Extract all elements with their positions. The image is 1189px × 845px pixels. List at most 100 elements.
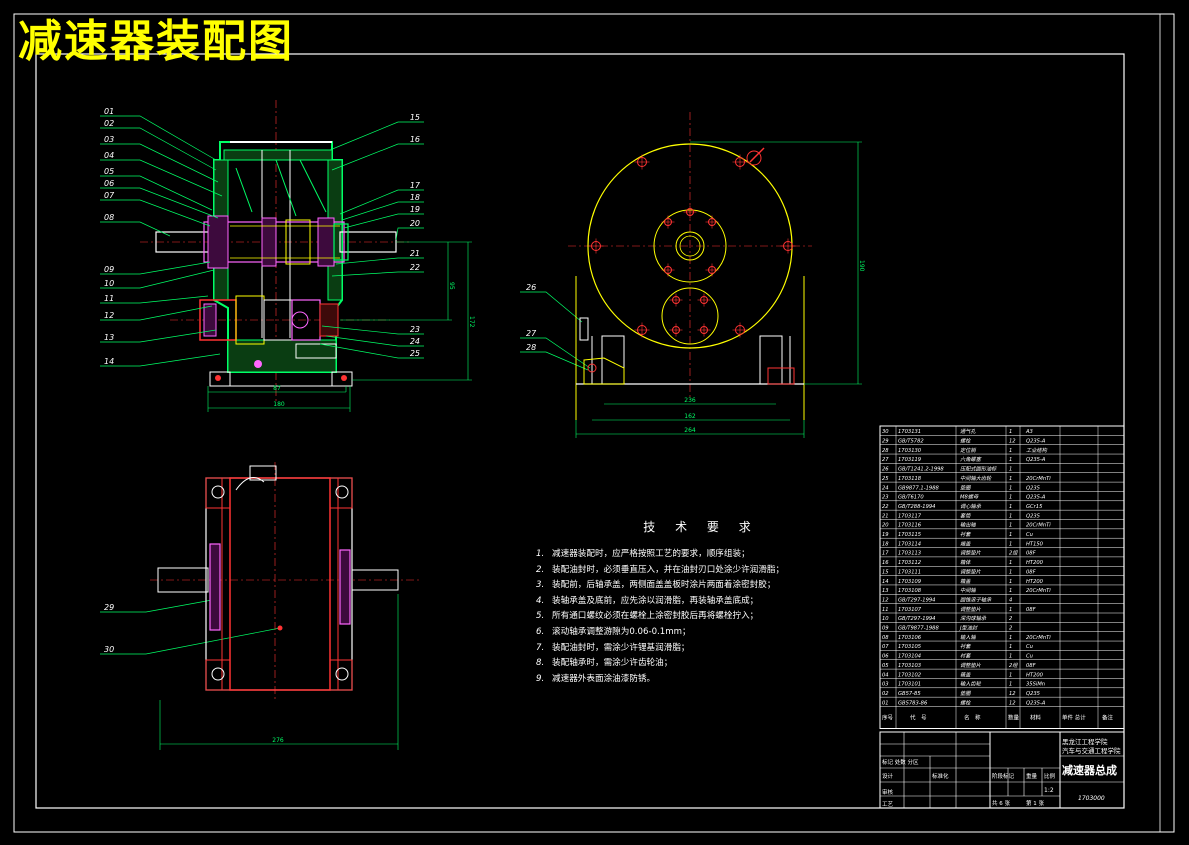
tech-list: 1.减速器装配时，应严格按照工艺的要求，顺序组装；2.装配油封时，必须垂直压入，… xyxy=(536,547,866,687)
bom-cell-name: 螺栓 xyxy=(960,699,971,706)
bom-cell-code: 1703106 xyxy=(898,635,922,641)
bom-cell-q: 1 xyxy=(1009,672,1012,678)
bom-cell-code: 1703114 xyxy=(898,541,921,547)
part-number: 17 xyxy=(410,181,421,190)
bom-cell-code: 1703116 xyxy=(898,523,922,529)
leader-10: 10 xyxy=(100,269,215,289)
leader-17: 17 xyxy=(339,181,424,215)
bom-cell-n: 03 xyxy=(882,682,889,688)
leader-27: 27 xyxy=(520,329,591,369)
bom-cell-n: 24 xyxy=(882,485,889,491)
part-number: 19 xyxy=(410,205,420,214)
bom-cell-code: GB9877.1-1988 xyxy=(898,485,940,491)
bom-header-q: 数量 xyxy=(1008,714,1020,722)
bolt-holes xyxy=(588,154,796,338)
bom-cell-name: 箱盖 xyxy=(960,671,971,678)
leader-09: 09 xyxy=(100,261,211,275)
tb-weight: 重量 xyxy=(1026,772,1038,780)
leader-14: 14 xyxy=(100,353,221,367)
tb-designer: 设计 xyxy=(882,772,894,780)
part-number: 04 xyxy=(104,151,114,160)
bom-cell-name: 输出轴 xyxy=(960,522,976,529)
bom-cell-n: 14 xyxy=(882,579,889,585)
bom-cell-code: GB/T5782 xyxy=(898,439,924,445)
tb-checker: 审核 xyxy=(882,788,894,796)
bom-cell-mat: Q235 xyxy=(1026,513,1041,519)
tb-sheet-no: 第 1 张 xyxy=(1026,799,1044,807)
bom-cell-q: 1 xyxy=(1009,644,1012,650)
bolt-hole xyxy=(669,323,683,337)
bom-cell-code: 1703111 xyxy=(898,569,921,575)
bom-cell-n: 21 xyxy=(882,513,889,519)
bom-cell-n: 12 xyxy=(882,597,889,603)
bom-cell-code: 1703115 xyxy=(898,532,922,538)
bom-cell-name: 调心轴承 xyxy=(960,503,982,510)
bom-cell-mat: 08F xyxy=(1026,663,1037,669)
bolt-hole xyxy=(683,205,697,219)
bom-cell-mat: Cu xyxy=(1026,532,1034,538)
dim-front-h2: 172 xyxy=(468,316,475,328)
bom-row: 19 1703115 衬套 1 Cu xyxy=(880,531,1124,539)
bom-cell-code: 1703109 xyxy=(898,579,921,585)
dim-front-w2: 180 xyxy=(273,401,285,408)
bom-cell-q: 1 xyxy=(1009,682,1012,688)
bolt-hole xyxy=(661,263,675,277)
leader-15: 15 xyxy=(329,113,424,151)
part-number: 16 xyxy=(410,135,420,144)
bom-cell-code: GB/T297-1994 xyxy=(898,616,935,622)
tech-item: 7.装配油封时，需涂少许锂基润滑脂； xyxy=(536,641,866,657)
dim-front-h1: 95 xyxy=(448,282,455,290)
bom-cell-name: 衬套 xyxy=(960,653,971,660)
bom-cell-q: 1 xyxy=(1009,569,1012,575)
bom-cell-q: 1 xyxy=(1009,654,1012,660)
tech-item-number: 4. xyxy=(536,595,545,606)
bom-cell-code: GB/T297-1994 xyxy=(898,597,935,603)
bom-cell-name: 定位销 xyxy=(960,447,976,454)
leader-20: 20 xyxy=(395,219,424,241)
bom-cell-code: GB57-85 xyxy=(898,691,921,697)
bom-cell-q: 1 xyxy=(1009,588,1012,594)
bom-cell-q: 12 xyxy=(1009,439,1016,445)
bolt-hole xyxy=(669,293,683,307)
bom-cell-n: 19 xyxy=(882,532,889,538)
bom-cell-code: 1703112 xyxy=(898,560,921,566)
bom-cell-name: 压配式圆形油标 xyxy=(960,466,997,473)
leader-22: 22 xyxy=(331,263,424,277)
bom-cell-n: 08 xyxy=(882,635,889,641)
bom-cell-n: 09 xyxy=(882,626,889,632)
bom-cell-n: 04 xyxy=(882,672,889,678)
bom-cell-name: 衬套 xyxy=(960,531,971,538)
bom-cell-code: 1703130 xyxy=(898,448,922,454)
leader-24: 24 xyxy=(325,335,424,347)
bom-cell-q: 2 xyxy=(1009,616,1012,622)
tb-drawing-no: 1703000 xyxy=(1078,795,1105,802)
bom-cell-n: 20 xyxy=(882,523,889,529)
outer-frame xyxy=(13,13,1175,833)
part-number: 30 xyxy=(104,645,114,654)
bom-cell-mat: Cu xyxy=(1026,654,1034,660)
tb-drawing-name: 减速器总成 xyxy=(1062,763,1117,777)
bom-cell-name: 螺栓 xyxy=(960,438,971,445)
tech-item-number: 9. xyxy=(536,673,545,684)
bom-cell-name: 端盖 xyxy=(960,540,971,547)
bom-cell-mat: 08F xyxy=(1026,551,1037,557)
bom-cell-n: 26 xyxy=(882,467,889,473)
bom-cell-name: 输入轴 xyxy=(960,634,976,641)
bom-cell-mat: Cu xyxy=(1026,644,1034,650)
bolt-hole xyxy=(705,263,719,277)
bom-cell-q: 1 xyxy=(1009,635,1012,641)
bom-cell-q: 1 xyxy=(1009,532,1012,538)
leader-07: 07 xyxy=(100,191,211,227)
part-number: 12 xyxy=(104,311,114,320)
tb-ratio: 比例 xyxy=(1044,772,1056,780)
part-number: 13 xyxy=(104,333,114,342)
part-number: 02 xyxy=(104,119,114,128)
